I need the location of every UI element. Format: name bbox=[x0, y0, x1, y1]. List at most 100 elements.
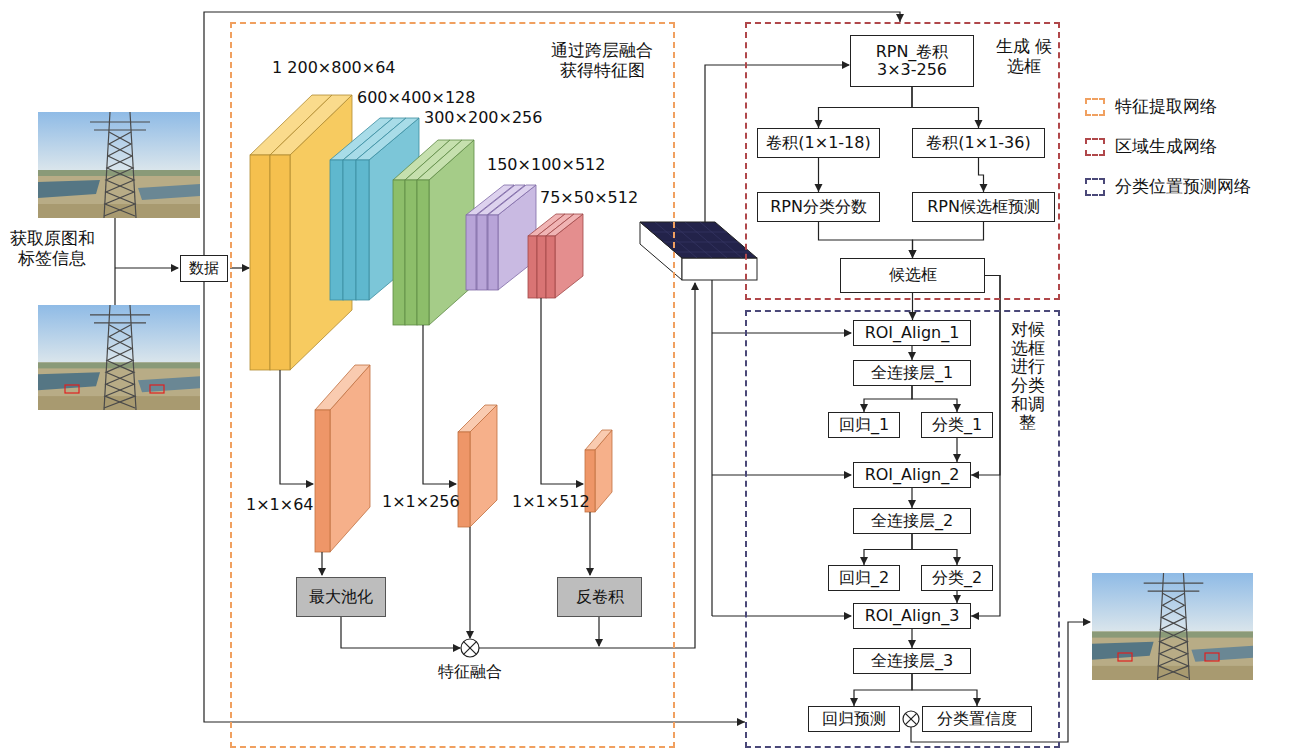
classification-region: 对候选框进行分类和调整 ROI_Align_1 全连接层_1 回归_1 分类_1ROI_… bbox=[745, 310, 1060, 748]
fc-box: 全连接层_2 bbox=[853, 508, 971, 534]
arrow-head bbox=[908, 640, 916, 648]
arrow-head bbox=[815, 120, 823, 128]
regression-box: 回归_1 bbox=[828, 412, 900, 438]
arrow-head bbox=[737, 718, 745, 726]
connector bbox=[204, 282, 745, 726]
rpn-bbox-box: RPN候选框预测 bbox=[912, 192, 1055, 222]
arrow-head bbox=[975, 120, 983, 128]
legend-label: 区域生成网络 bbox=[1115, 135, 1217, 158]
legend-swatch bbox=[1085, 138, 1105, 156]
arrow-head bbox=[953, 454, 961, 462]
dimension-label: 300×200×256 bbox=[424, 108, 542, 127]
deconv-box: 反卷积 bbox=[557, 577, 642, 617]
arrow-head bbox=[909, 250, 917, 258]
fc-box: 全连接层_3 bbox=[853, 648, 971, 674]
roi-align-box: ROI_Align_2 bbox=[853, 462, 971, 488]
connector-line bbox=[204, 282, 745, 722]
box-label: RPN_卷积 3×3-256 bbox=[855, 43, 969, 80]
fc-box: 全连接层_1 bbox=[853, 360, 971, 386]
legend-label: 特征提取网络 bbox=[1115, 95, 1217, 118]
classification-box: 分类_1 bbox=[921, 412, 993, 438]
arrow-head bbox=[973, 698, 981, 706]
roi-align-box: ROI_Align_3 bbox=[853, 603, 971, 629]
legend-swatch bbox=[1085, 178, 1105, 196]
connector bbox=[908, 629, 916, 648]
connector bbox=[860, 386, 912, 412]
regression-box: 回归_2 bbox=[828, 565, 900, 591]
arrow-head bbox=[909, 312, 917, 320]
connector-line bbox=[912, 674, 977, 706]
connector bbox=[850, 674, 912, 706]
connector bbox=[909, 222, 984, 258]
connector bbox=[819, 222, 917, 258]
box-label: 候选框 bbox=[889, 266, 937, 284]
legend-label: 分类位置预测网络 bbox=[1115, 175, 1251, 198]
connector-line bbox=[819, 87, 913, 128]
connector-line bbox=[819, 222, 913, 258]
box-label: RPN候选框预测 bbox=[927, 198, 1040, 216]
connector-line bbox=[864, 386, 912, 412]
box-label: 分类_2 bbox=[932, 569, 982, 587]
arrow-head bbox=[908, 352, 916, 360]
box-label: 回归_2 bbox=[839, 569, 889, 587]
fusion-label: 特征融合 bbox=[432, 662, 508, 681]
conv-box: 卷积(1×1-36) bbox=[912, 128, 1045, 158]
connector-line bbox=[204, 12, 900, 255]
arrow-head bbox=[953, 557, 961, 565]
region-heading: 对候选框进行分类和调整 bbox=[1009, 320, 1046, 432]
legend-item: 特征提取网络 bbox=[1085, 95, 1217, 118]
conv-box: 卷积(1×1-18) bbox=[757, 128, 880, 158]
rpn-conv-box: RPN_卷积 3×3-256 bbox=[850, 35, 974, 87]
connector-line bbox=[912, 386, 957, 412]
box-label: 数据 bbox=[189, 260, 219, 277]
box-label: 卷积(1×1-36) bbox=[926, 134, 1030, 152]
connector bbox=[912, 386, 961, 412]
arrow-head bbox=[896, 14, 904, 22]
rpn-score-box: RPN分类分数 bbox=[757, 192, 880, 222]
roi-align-box: ROI_Align_1 bbox=[853, 320, 971, 346]
arrow-head bbox=[971, 612, 979, 620]
arrow-head bbox=[980, 184, 988, 192]
box-label: 分类_1 bbox=[932, 416, 982, 434]
box-label: ROI_Align_1 bbox=[865, 324, 960, 342]
dimension-label: 600×400×128 bbox=[357, 88, 475, 107]
dimension-label: 1×1×256 bbox=[382, 492, 460, 511]
legend-item: 分类位置预测网络 bbox=[1085, 175, 1251, 198]
connector-line bbox=[971, 276, 1000, 476]
legend-swatch bbox=[1085, 98, 1105, 116]
box-label: 全连接层_2 bbox=[871, 512, 953, 530]
box-label: 回归_1 bbox=[839, 416, 889, 434]
dimension-label: 1 200×800×64 bbox=[272, 58, 396, 77]
connector bbox=[204, 12, 904, 255]
connector bbox=[953, 591, 961, 603]
connector bbox=[912, 87, 983, 128]
arrow-head bbox=[953, 404, 961, 412]
input-label: 获取原图和 标签信息 bbox=[2, 228, 102, 269]
connector bbox=[908, 488, 916, 508]
dimension-label: 150×100×512 bbox=[487, 155, 605, 174]
arrow-head bbox=[860, 404, 868, 412]
connector-line bbox=[913, 222, 984, 258]
region-heading: 通过跨层融合 获得特征图 bbox=[540, 40, 664, 81]
arrow-head bbox=[850, 698, 858, 706]
arrow-head bbox=[953, 595, 961, 603]
dimension-label: 75×50×512 bbox=[540, 188, 638, 207]
connector-line bbox=[912, 87, 979, 128]
connector-line bbox=[854, 674, 912, 706]
connector bbox=[815, 87, 913, 128]
dimension-label: 1×1×64 bbox=[246, 495, 314, 514]
box-label: ROI_Align_2 bbox=[865, 466, 960, 484]
connector-line bbox=[864, 534, 912, 565]
box-label: RPN分类分数 bbox=[770, 198, 867, 216]
box-label: 反卷积 bbox=[576, 588, 624, 606]
connector bbox=[979, 158, 988, 192]
arrow-head bbox=[909, 250, 917, 258]
box-label: ROI_Align_3 bbox=[865, 607, 960, 625]
box-label: 回归预测 bbox=[822, 710, 886, 728]
connector-line bbox=[912, 534, 957, 565]
data-box: 数据 bbox=[180, 255, 228, 282]
connector bbox=[912, 674, 981, 706]
